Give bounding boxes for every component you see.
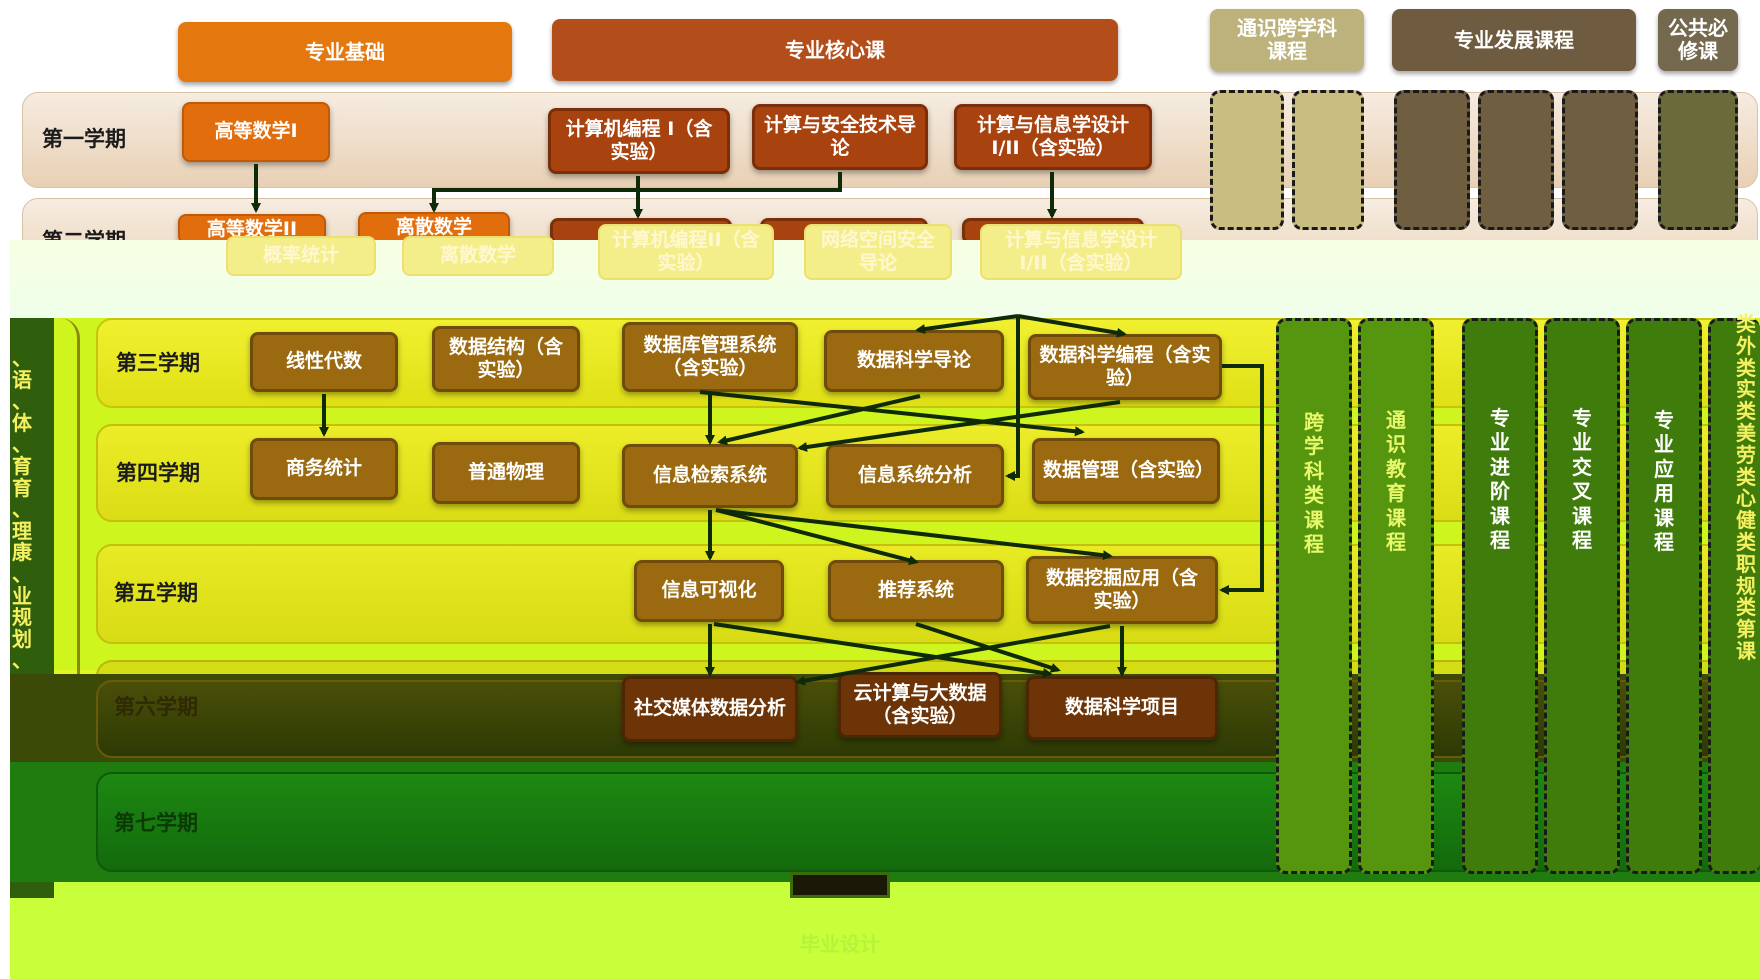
column-cross-major [1544,318,1620,874]
right-strip-text: 类外 类实 类美 劳类 心健 类职 规类 第课 [1736,312,1756,663]
course-s3-data-structures: 数据结构（含实验） [432,326,580,392]
arrow-db-to-datamgmt [699,390,1085,437]
column-top-development-b [1478,90,1554,230]
column-applied-text: 专业 应用 课程 [1654,408,1674,554]
arrow-mining-to-social [795,624,1111,686]
category-public-required: 公共必修课 [1658,9,1738,71]
semester-label-4: 第四学期 [116,461,200,485]
column-top-development-a [1394,90,1470,230]
column-cross-discipline-text: 跨学 科类 课程 [1304,410,1324,556]
course-s1-advanced-math: 高等数学I [182,102,330,162]
semester-label-6: 第六学期 [114,695,198,719]
graduation-dark-box [790,872,890,898]
course-s5-visualization: 信息可视化 [634,560,784,622]
column-general-education-text: 通识 教育 课程 [1386,408,1406,554]
ghost-course-info-design-ii: 计算与信息学设计 I/II（含实验） [980,224,1182,280]
ghost-course-discrete: 离散数学 [402,236,554,276]
course-s4-business-stats: 商务统计 [250,438,398,500]
arrow-ds-split-b [1017,314,1127,338]
column-cross-discipline [1276,318,1352,874]
course-s6-social-media: 社交媒体数据分析 [622,676,798,742]
semester-label-7: 第七学期 [114,811,198,835]
column-applied [1626,318,1702,874]
category-general-cross: 通识跨学科课程 [1210,9,1364,71]
course-s1-info-design: 计算与信息学设计 I/II（含实验） [954,104,1152,170]
left-strip-text: 、语 、体 、育 育 、理 康 、业 规划 、二 堂 [12,346,32,714]
semester-label-1: 第一学期 [42,127,126,151]
course-s1-programming: 计算机编程 I（含实验） [548,108,730,174]
course-s4-data-management: 数据管理（含实验） [1032,438,1220,504]
ghost-course-programming-ii: 计算机编程II（含实验） [598,224,774,280]
column-cross-major-text: 专业 交叉 课程 [1572,406,1592,552]
ghost-course-cyber-security: 网络空间安全导论 [804,224,952,280]
column-top-development-c [1562,90,1638,230]
graduation-label: 毕业设计 [800,932,880,956]
course-s4-systems-analysis: 信息系统分析 [826,444,1004,508]
left-strip-curve [40,318,80,778]
course-s3-ds-programming: 数据科学编程（含实验） [1028,334,1222,400]
arrow-dsprog-to-ir [797,400,1121,452]
arrow-ir-to-rec [715,508,919,566]
arrow-dsprog-loop [1219,364,1264,595]
course-s3-ds-intro: 数据科学导论 [824,330,1004,392]
column-top-general-cross-b [1292,90,1364,230]
course-s5-recommender: 推荐系统 [828,560,1004,622]
column-advanced [1462,318,1538,874]
arrow-ir-to-mining [715,508,1113,561]
arrow-security-branch [429,172,842,213]
course-s3-linear-algebra: 线性代数 [250,332,398,392]
category-development: 专业发展课程 [1392,9,1636,71]
semester-label-5: 第五学期 [114,581,198,605]
course-s4-physics: 普通物理 [432,442,580,504]
column-advanced-text: 专业 进阶 课程 [1490,406,1510,552]
semester-label-3: 第三学期 [116,351,200,375]
column-general-education [1358,318,1434,874]
column-top-public-required [1658,90,1738,230]
course-s6-ds-project: 数据科学项目 [1026,676,1218,740]
category-core: 专业核心课 [552,19,1118,81]
column-public-right [1708,318,1760,874]
arrow-dsintro-to-ir [717,394,921,446]
arrow-vis-to-project [713,622,1053,678]
ghost-course-prob-stats: 概率统计 [226,236,376,276]
course-s5-data-mining: 数据挖掘应用（含实验） [1026,556,1218,624]
course-s1-security-intro: 计算与安全技术导论 [752,104,928,170]
category-foundation: 专业基础 [178,22,512,82]
course-s6-cloud-bigdata: 云计算与大数据（含实验） [838,672,1002,738]
course-s4-info-retrieval: 信息检索系统 [622,444,798,508]
arrow-ds-vertical [1005,316,1020,481]
arrow-ds-split-a [915,314,1019,334]
column-top-general-cross-a [1210,90,1284,230]
course-s3-database: 数据库管理系统（含实验） [622,322,798,392]
